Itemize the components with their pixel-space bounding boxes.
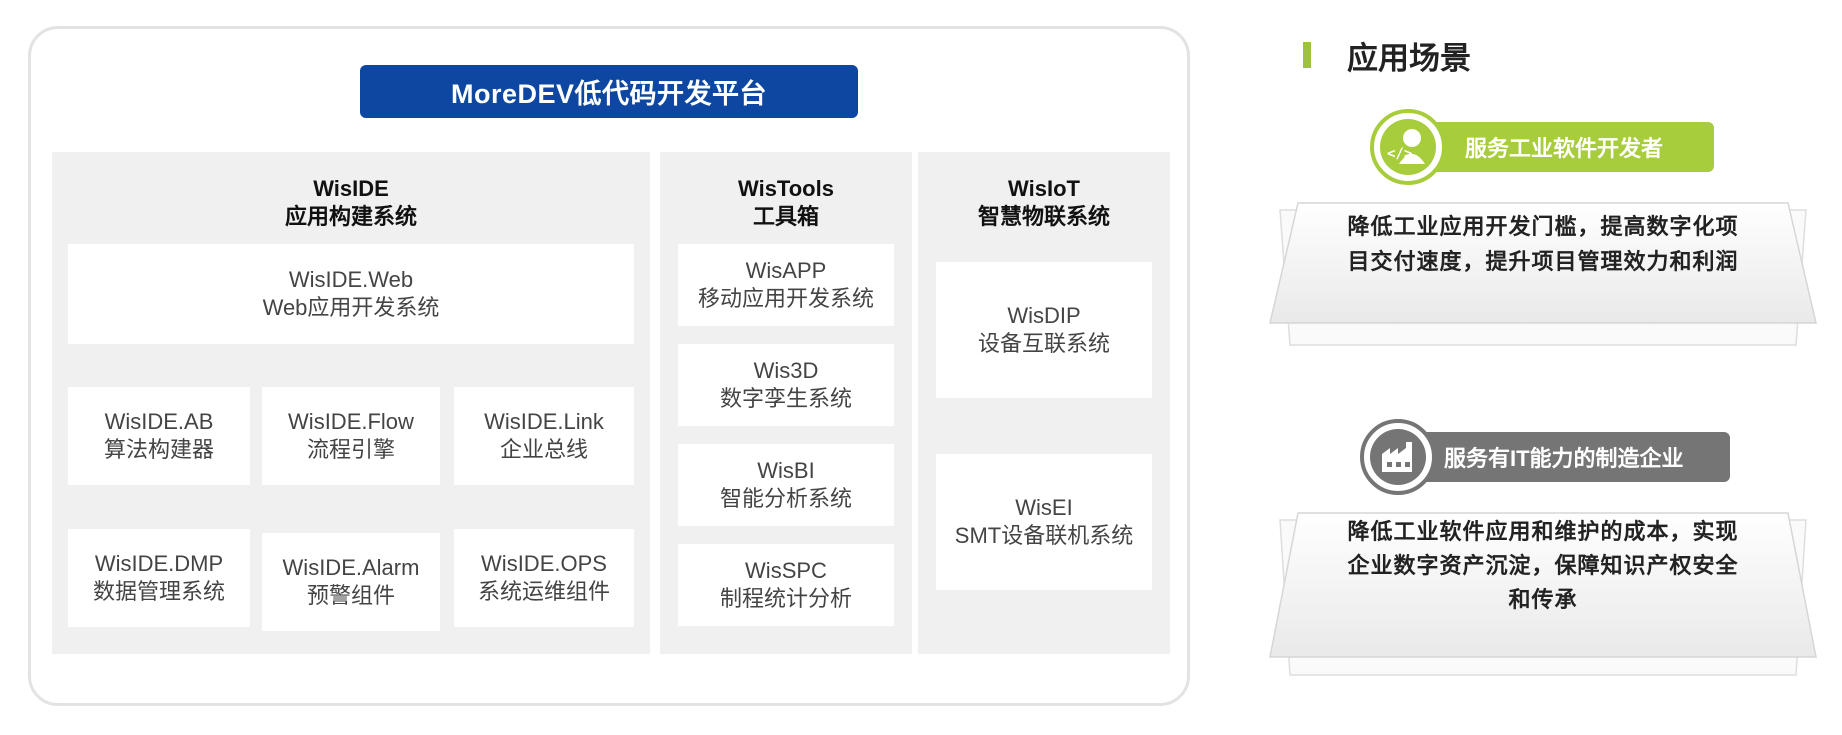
module-desc: 系统运维组件 [477,579,610,604]
scenario-icon-badge [1360,419,1436,495]
module-desc: 流程引擎 [306,437,395,462]
scenario-label-enterprise: 服务有IT能力的制造企业 [1410,432,1730,482]
module-desc: 算法构建器 [103,437,214,462]
module-card-wiside-link: WisIDE.Link 企业总线 [454,387,634,485]
scenario-desc-line-2: 企业数字资产沉淀，保障知识产权安全 [1347,553,1739,578]
module-name: WisBI [757,458,815,483]
module-name: WisIDE.Link [484,409,604,434]
module-card-wiside-flow: WisIDE.Flow 流程引擎 [262,387,440,485]
scenario-card-developer: 降低工业应用开发门槛，提高数字化项 目交付速度，提升项目管理效力和利润 [1268,195,1818,350]
scenario-card-enterprise: 降低工业软件应用和维护的成本，实现 企业数字资产沉淀，保障知识产权安全 和传承 [1268,505,1818,680]
module-name: WisIDE.OPS [481,551,607,576]
module-desc: 数字孪生系统 [719,386,852,411]
module-desc: 设备互联系统 [977,331,1110,356]
module-desc: 企业总线 [499,437,588,462]
module-name: WisSPC [745,558,827,583]
module-desc: 预警组件 [306,583,395,608]
module-name: WisDIP [1007,303,1081,328]
module-name: WisIDE.Flow [288,409,414,434]
module-name: WisIDE.Web [288,267,414,292]
module-desc: 移动应用开发系统 [697,286,874,311]
wistools-panel: WisTools 工具箱 WisAPP 移动应用开发系统 Wis3D 数字孪生系… [660,152,912,654]
module-name: Wis3D [753,358,819,383]
developer-icon: </> [1380,119,1436,175]
module-card-wisdip: WisDIP 设备互联系统 [936,262,1152,398]
stage-backdrop [1269,202,1817,346]
module-name: WisIDE.Alarm [282,555,420,580]
module-card-wisbi: WisBI 智能分析系统 [678,444,894,526]
stage-backdrop [1269,512,1817,676]
scenario-desc-line-1: 降低工业软件应用和维护的成本，实现 [1347,519,1739,544]
wisiot-panel: WisIoT 智慧物联系统 WisDIP 设备互联系统 WisEI SMT设备联… [918,152,1170,654]
factory-icon [1370,429,1426,485]
module-desc: 制程统计分析 [719,586,852,611]
wisiot-subtitle: 智慧物联系统 [977,204,1110,229]
module-name: WisAPP [745,258,827,283]
scenario-label-text: 服务工业软件开发者 [1465,136,1664,161]
module-desc: SMT设备联机系统 [954,523,1134,548]
wistools-title: WisTools [738,176,834,201]
module-desc: 数据管理系统 [92,579,225,604]
scenario-desc-line-1: 降低工业应用开发门槛，提高数字化项 [1347,214,1739,239]
module-name: WisIDE.DMP [94,551,224,576]
module-card-wiside-alarm: WisIDE.Alarm 预警组件 [262,533,440,631]
module-card-wisapp: WisAPP 移动应用开发系统 [678,244,894,326]
module-desc: 智能分析系统 [719,486,852,511]
module-desc: Web应用开发系统 [262,295,440,320]
module-card-wiside-dmp: WisIDE.DMP 数据管理系统 [68,529,250,627]
wiside-subtitle: 应用构建系统 [284,204,417,229]
scenario-label-text: 服务有IT能力的制造企业 [1444,446,1684,471]
wiside-panel: WisIDE 应用构建系统 WisIDE.Web Web应用开发系统 WisID… [52,152,650,654]
section-title: 应用场景 [1347,41,1471,76]
wiside-title: WisIDE [313,176,389,201]
module-name: WisEI [1015,495,1073,520]
scenario-desc-line-3: 和传承 [1508,587,1578,612]
platform-title: MoreDEV低代码开发平台 [360,65,858,118]
module-card-wis3d: Wis3D 数字孪生系统 [678,344,894,426]
module-card-wiside-ab: WisIDE.AB 算法构建器 [68,387,250,485]
scenario-desc-line-2: 目交付速度，提升项目管理效力和利润 [1347,249,1739,274]
module-card-wiside-web: WisIDE.Web Web应用开发系统 [68,244,634,344]
module-name: WisIDE.AB [104,409,214,434]
wisiot-title: WisIoT [1008,176,1080,201]
section-accent-bar [1303,42,1311,68]
wistools-subtitle: 工具箱 [752,204,819,229]
module-card-wisspc: WisSPC 制程统计分析 [678,544,894,626]
scenario-label-developer: 服务工业软件开发者 [1410,122,1714,172]
scenario-icon-badge: </> [1370,109,1446,185]
module-card-wiside-ops: WisIDE.OPS 系统运维组件 [454,529,634,627]
svg-text:</>: </> [1387,146,1412,162]
module-card-wisei: WisEI SMT设备联机系统 [936,454,1152,590]
